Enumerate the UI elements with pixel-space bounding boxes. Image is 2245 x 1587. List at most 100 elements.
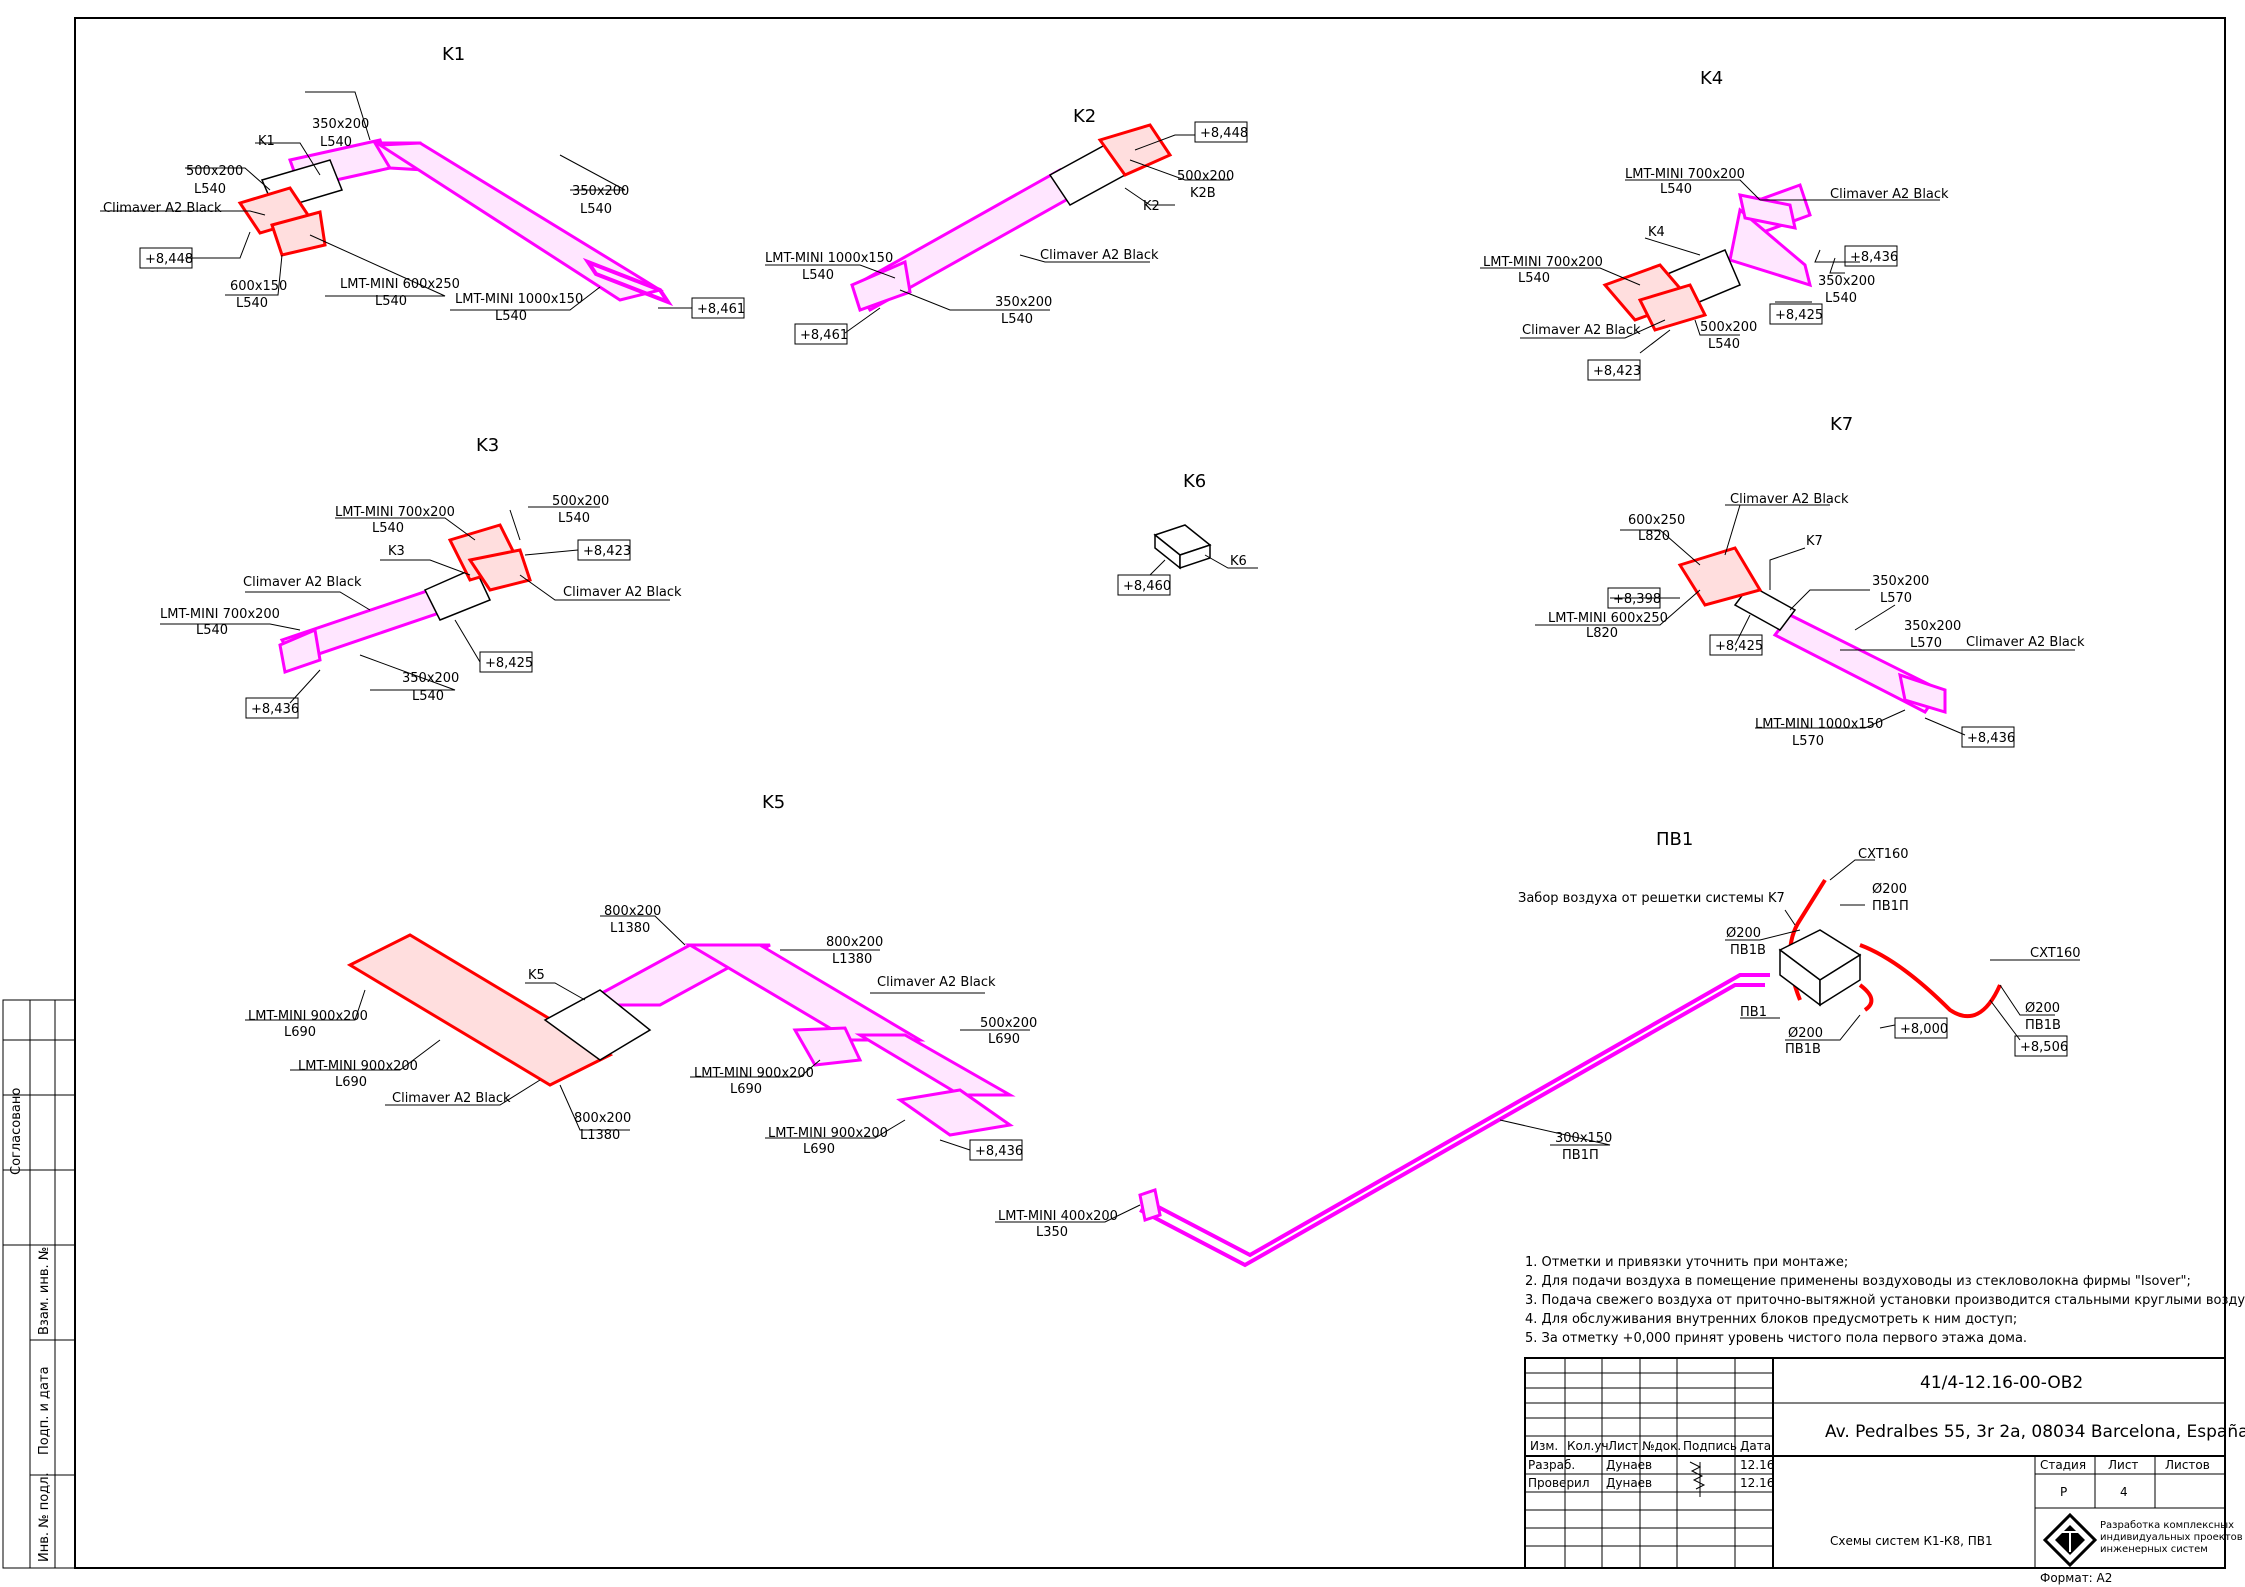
- k1-label: 500x200: [186, 164, 243, 179]
- k5-label: L690: [988, 1032, 1020, 1047]
- k7-label: L570: [1792, 734, 1824, 749]
- k4-label: LMT-MINI 700x200: [1625, 167, 1745, 182]
- pv1-label: Ø200: [1788, 1026, 1823, 1041]
- sheet-value: 4: [2120, 1485, 2128, 1499]
- k7-label: LMT-MINI 600x250: [1548, 611, 1668, 626]
- k1-label: L540: [375, 294, 407, 309]
- k5-label: L690: [803, 1142, 835, 1157]
- k4-label: LMT-MINI 700x200: [1483, 255, 1603, 270]
- k1-label: L540: [495, 309, 527, 324]
- elevation-box: [691, 297, 745, 319]
- pv1-label: Ø200: [1726, 926, 1761, 941]
- stage-value: Р: [2060, 1485, 2067, 1499]
- stage-header: Листов: [2165, 1458, 2210, 1472]
- note-line: 4. Для обслуживания внутренних блоков пр…: [1525, 1312, 2017, 1327]
- k3-label: 500x200: [552, 494, 609, 509]
- tb-header: Дата: [1740, 1439, 1771, 1453]
- k4-mark: +8,436: [1850, 250, 1898, 265]
- side-stamp: Согласовано Взам. инв. № Подп. и дата Ин…: [2, 999, 76, 1569]
- k7-label: 350x200: [1904, 619, 1961, 634]
- k3-mark: +8,423: [583, 544, 631, 559]
- k1-mark: +8,448: [145, 252, 193, 267]
- k5-label: L1380: [610, 921, 650, 936]
- note-line: 1. Отметки и привязки уточнить при монта…: [1525, 1255, 1848, 1270]
- k2-label: K2: [1143, 199, 1160, 214]
- company-name: инженерных систем: [2100, 1544, 2208, 1555]
- k4-label: L540: [1825, 291, 1857, 306]
- k7-label: 350x200: [1872, 574, 1929, 589]
- k5-label: Climaver A2 Black: [877, 975, 996, 990]
- k7-label: LMT-MINI 1000x150: [1755, 717, 1883, 732]
- k7-label: L570: [1910, 636, 1942, 651]
- k5-label: LMT-MINI 900x200: [248, 1009, 368, 1024]
- k4-label: L540: [1660, 182, 1692, 197]
- signature-mark: [1689, 1461, 1706, 1497]
- k3-label: L540: [372, 521, 404, 536]
- k5-label: LMT-MINI 900x200: [298, 1059, 418, 1074]
- k4-label: L540: [1518, 271, 1550, 286]
- k6-label: K6: [1230, 554, 1247, 569]
- k2-label: L540: [1001, 312, 1033, 327]
- side-label-inv: Инв. № подл.: [37, 1472, 52, 1562]
- k1-label: K1: [258, 134, 275, 149]
- elevation-box: [1117, 574, 1171, 596]
- company-name: Разработка комплексных: [2100, 1520, 2234, 1531]
- k3-label: Climaver A2 Black: [243, 575, 362, 590]
- elevation-box: [1709, 634, 1763, 656]
- pv1-label: L350: [1036, 1225, 1068, 1240]
- system-k3: K3 LMT-MINI 700x200 L540 500x200 L540 K3…: [160, 435, 682, 719]
- tb-date: 12.16: [1740, 1476, 1774, 1490]
- k5-label: 800x200: [604, 904, 661, 919]
- k4-label: 350x200: [1818, 274, 1875, 289]
- elevation-box: [2014, 1035, 2068, 1057]
- pv1-mark: +8,000: [1900, 1022, 1948, 1037]
- system-k2: K2 500x200 K2B K2 Climaver A2 Black LMT-…: [765, 106, 1248, 345]
- k1-label: L540: [236, 296, 268, 311]
- k3-label: 350x200: [402, 671, 459, 686]
- system-k7: K7 Climaver A2 Black 600x250 L820 K7 350…: [1535, 414, 2085, 749]
- k1-label: Climaver A2 Black: [103, 201, 222, 216]
- k3-label: K3: [388, 544, 405, 559]
- k5-label: L1380: [580, 1128, 620, 1143]
- note-line: 3. Подача свежего воздуха от приточно-вы…: [1525, 1293, 2245, 1308]
- elevation-box: [577, 539, 631, 561]
- system-title: K7: [1830, 414, 1853, 435]
- k4-mark: +8,425: [1775, 308, 1823, 323]
- k2-label: K2B: [1190, 186, 1216, 201]
- tb-header: Подпись: [1683, 1439, 1737, 1453]
- k5-label: LMT-MINI 900x200: [768, 1126, 888, 1141]
- pv1-label: ПВ1П: [1872, 899, 1909, 914]
- elevation-box: [969, 1139, 1023, 1161]
- k3-label: L540: [196, 623, 228, 638]
- system-k1: K1 350x200 L540 K1 500x200 L540 Climaver…: [100, 44, 745, 324]
- system-title: K1: [442, 44, 465, 65]
- k5-label: LMT-MINI 900x200: [694, 1066, 814, 1081]
- k7-mark: +8,398: [1613, 592, 1661, 607]
- elevation-box: [1607, 587, 1661, 609]
- pv1-label: CXT160: [2030, 946, 2081, 961]
- note-line: 5. За отметку +0,000 принят уровень чист…: [1525, 1331, 2027, 1346]
- note-line: 2. Для подачи воздуха в помещение примен…: [1525, 1274, 2191, 1289]
- k4-label: K4: [1648, 225, 1665, 240]
- k3-label: L540: [412, 689, 444, 704]
- elevation-box: [1894, 1017, 1948, 1039]
- k7-label: Climaver A2 Black: [1966, 635, 2085, 650]
- system-title: ПВ1: [1656, 829, 1693, 850]
- k5-label: 800x200: [826, 935, 883, 950]
- elevation-box: [1769, 303, 1823, 325]
- tb-role: Проверил: [1528, 1476, 1590, 1490]
- pv1-label: ПВ1П: [1562, 1148, 1599, 1163]
- k4-mark: +8,423: [1593, 364, 1641, 379]
- k1-label: LMT-MINI 600x250: [340, 277, 460, 292]
- k1-label: 350x200: [572, 184, 629, 199]
- side-label-agreed: Согласовано: [9, 1088, 24, 1175]
- pv1-label: Ø200: [1872, 882, 1907, 897]
- k5-mark: +8,436: [975, 1144, 1023, 1159]
- system-title: K2: [1073, 106, 1096, 127]
- k2-label: 350x200: [995, 295, 1052, 310]
- paper-format: Формат: А2: [2040, 1571, 2112, 1585]
- project-address: Av. Pedralbes 55, 3r 2a, 08034 Barcelona…: [1825, 1422, 2245, 1442]
- system-title: K3: [476, 435, 499, 456]
- k2-label: 500x200: [1177, 169, 1234, 184]
- company-name: индивидуальных проектов: [2100, 1532, 2243, 1543]
